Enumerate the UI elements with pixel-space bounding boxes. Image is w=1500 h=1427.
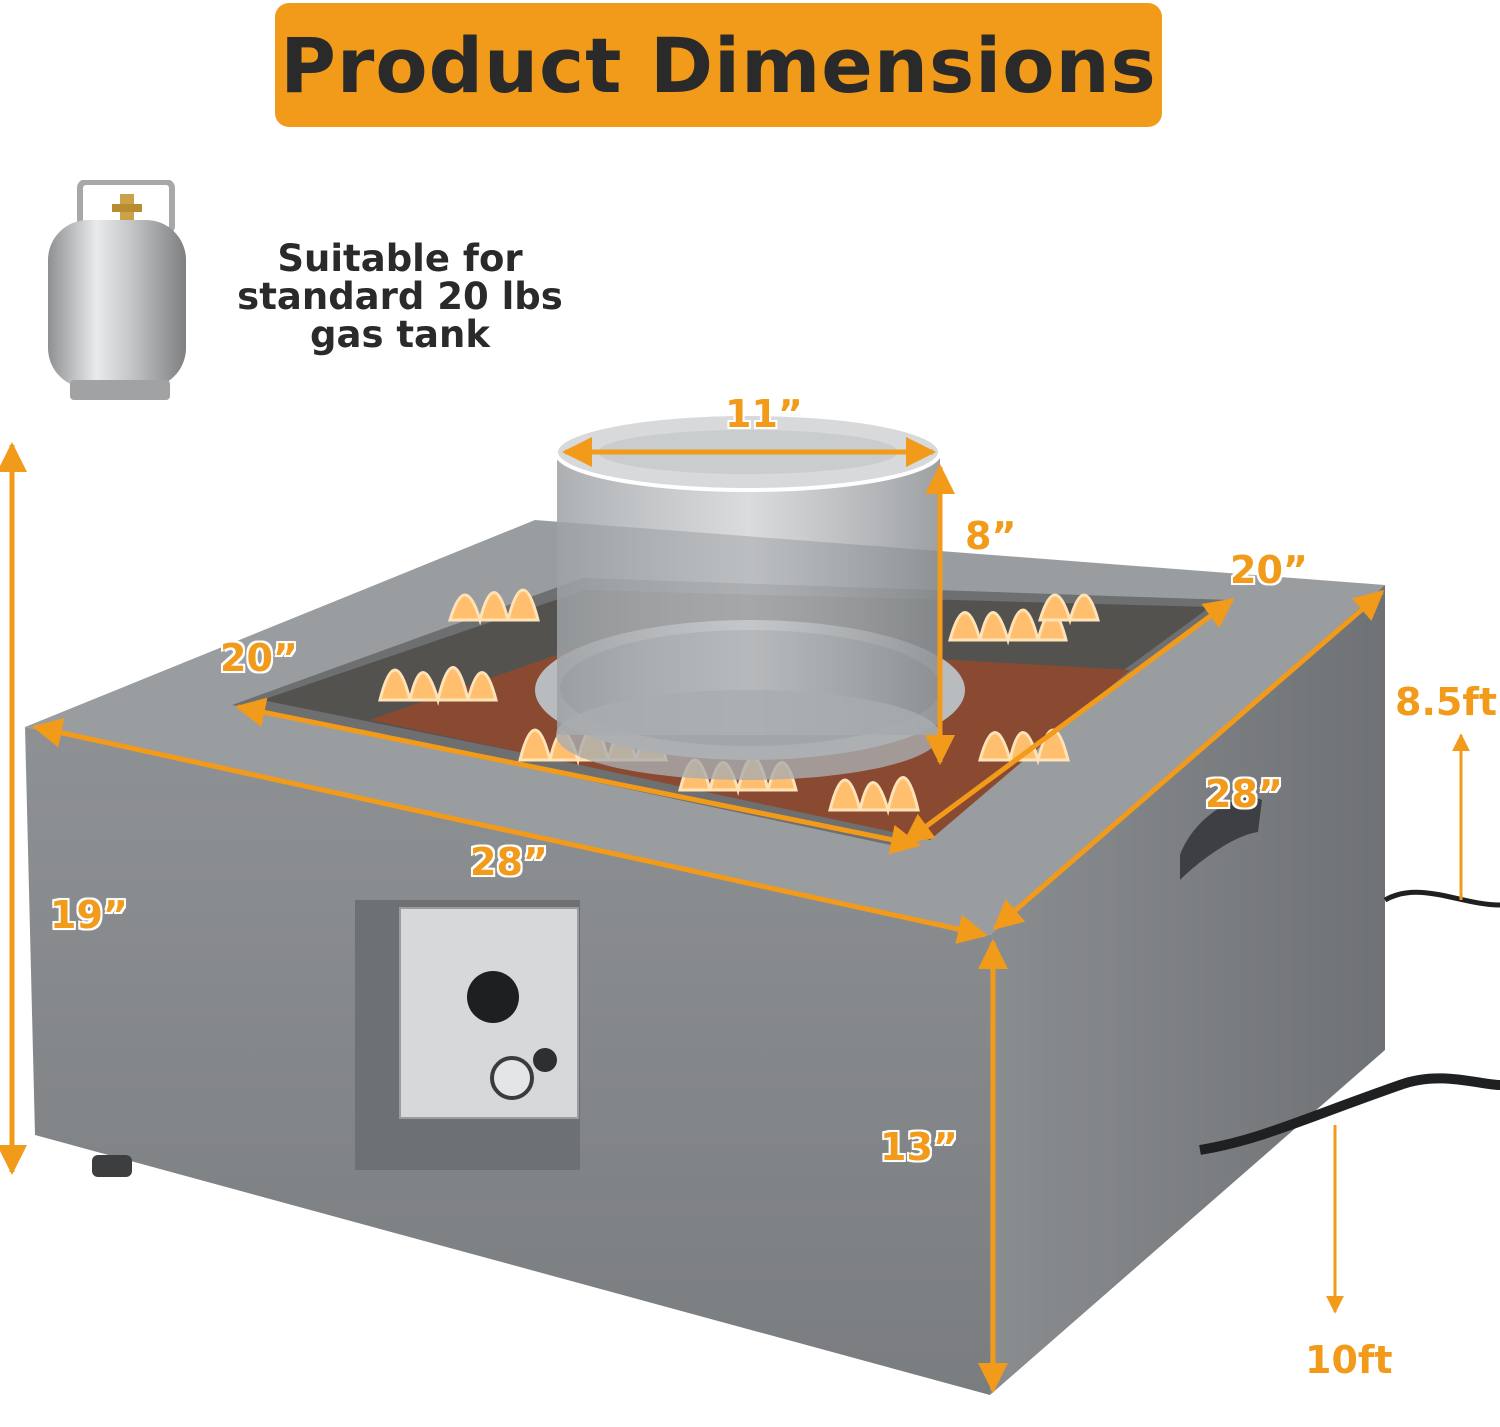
label-cord-lower: 10ft	[1305, 1338, 1393, 1382]
title-banner: Product Dimensions	[275, 3, 1162, 127]
label-burner-width-right: 20”	[1230, 548, 1308, 592]
label-glass-diameter: 11”	[725, 392, 803, 436]
ignition-button	[490, 1056, 534, 1100]
label-cord-upper: 8.5ft	[1395, 680, 1498, 724]
label-total-height: 19”	[50, 893, 128, 937]
tank-note-line: gas tank	[310, 313, 490, 356]
label-glass-height: 8”	[965, 514, 1017, 558]
control-panel	[355, 900, 580, 1170]
label-side-depth: 28”	[1205, 772, 1283, 816]
dimension-arrows	[0, 437, 1470, 1393]
gas-hose-upper	[1383, 889, 1500, 908]
arrow-side-depth	[992, 590, 1385, 930]
fire-pit-foot	[92, 1155, 132, 1177]
label-base-height: 13”	[880, 1125, 958, 1169]
tank-note: Suitable for standard 20 lbs gas tank	[210, 240, 590, 354]
arrow-front-width	[32, 718, 988, 944]
label-front-width: 28”	[470, 840, 548, 884]
gas-hose-lower	[1199, 1073, 1500, 1155]
banner-title: Product Dimensions	[280, 20, 1157, 110]
propane-tank-icon	[48, 180, 186, 400]
tank-note-line: Suitable for	[277, 237, 523, 280]
label-burner-width-left: 20”	[220, 636, 298, 680]
tank-note-line: standard 20 lbs	[237, 275, 563, 318]
control-knob	[467, 971, 519, 1023]
glass-wind-guard	[554, 412, 942, 780]
